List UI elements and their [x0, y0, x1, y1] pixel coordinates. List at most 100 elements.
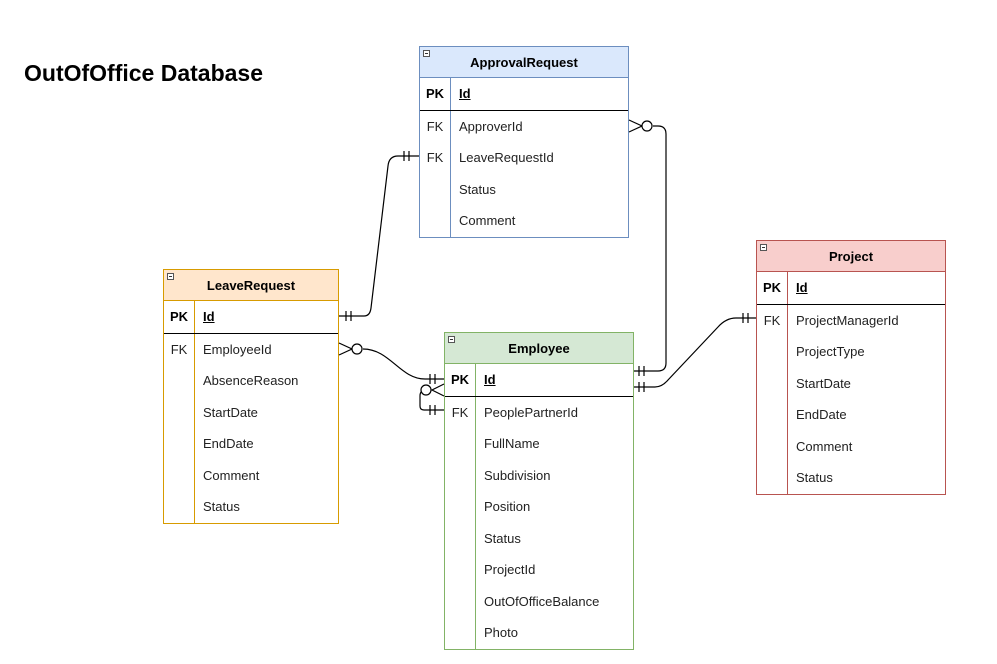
field-name: AbsenceReason: [203, 373, 299, 389]
table-row[interactable]: ProjectId: [445, 554, 633, 586]
key-cell: [445, 617, 476, 649]
table-row[interactable]: StartDate: [757, 367, 945, 399]
key-cell: PK: [420, 78, 451, 110]
key-cell: [757, 430, 788, 462]
table-row[interactable]: FK PeoplePartnerId: [445, 396, 633, 428]
link-leaverequest-approval[interactable]: [339, 151, 419, 321]
table-row[interactable]: Photo: [445, 617, 633, 649]
table-row[interactable]: PK Id: [445, 364, 633, 397]
table-row[interactable]: FK EmployeeId: [164, 333, 338, 365]
collapse-icon[interactable]: [167, 273, 174, 280]
field-name: StartDate: [796, 375, 851, 391]
field-name: LeaveRequestId: [459, 150, 554, 166]
field-name: ApproverId: [459, 118, 523, 134]
table-row[interactable]: AbsenceReason: [164, 365, 338, 397]
table-row[interactable]: PK Id: [164, 301, 338, 334]
field-name: Photo: [484, 625, 518, 641]
key-cell: [420, 173, 451, 205]
field-name: Status: [203, 499, 240, 515]
field-name: Id: [484, 372, 496, 388]
field-name: Status: [484, 530, 521, 546]
key-cell: [757, 399, 788, 431]
field-name: EndDate: [203, 436, 254, 452]
field-name: Id: [459, 86, 471, 102]
key-cell: [164, 396, 195, 428]
key-cell: [757, 336, 788, 368]
table-row[interactable]: PK Id: [757, 272, 945, 305]
key-cell: [445, 491, 476, 523]
field-name: FullName: [484, 436, 540, 452]
field-name: OutOfOfficeBalance: [484, 593, 600, 609]
field-name: Id: [796, 280, 808, 296]
table-row[interactable]: Status: [757, 462, 945, 494]
key-cell: FK: [164, 333, 195, 365]
key-cell: FK: [445, 396, 476, 428]
table-header[interactable]: ApprovalRequest: [420, 47, 628, 78]
link-approval-employee[interactable]: [628, 119, 667, 376]
key-cell: [164, 428, 195, 460]
key-cell: PK: [445, 364, 476, 396]
collapse-icon[interactable]: [423, 50, 430, 57]
table-header[interactable]: Project: [757, 241, 945, 272]
field-name: Comment: [203, 467, 260, 483]
table-row[interactable]: Comment: [757, 430, 945, 462]
table-row[interactable]: PK Id: [420, 78, 628, 111]
field-name: ProjectId: [484, 562, 536, 578]
field-name: StartDate: [203, 404, 258, 420]
table-row[interactable]: FullName: [445, 428, 633, 460]
link-leaverequest-employee[interactable]: [338, 342, 444, 384]
field-name: Comment: [459, 213, 516, 229]
link-project-employee[interactable]: [634, 313, 756, 392]
table-row[interactable]: Position: [445, 491, 633, 523]
key-cell: FK: [420, 142, 451, 174]
field-name: Comment: [796, 438, 853, 454]
field-name: PeoplePartnerId: [484, 404, 578, 420]
table-row[interactable]: Comment: [420, 205, 628, 237]
table-row[interactable]: Comment: [164, 459, 338, 491]
key-cell: [420, 205, 451, 237]
key-cell: [445, 585, 476, 617]
table-row[interactable]: Subdivision: [445, 459, 633, 491]
key-cell: [445, 428, 476, 460]
table-row[interactable]: OutOfOfficeBalance: [445, 585, 633, 617]
collapse-icon[interactable]: [448, 336, 455, 343]
key-cell: [164, 491, 195, 523]
key-cell: [164, 365, 195, 397]
diagram-title: OutOfOffice Database: [24, 60, 263, 86]
field-name: ProjectType: [796, 344, 865, 360]
field-name: Position: [484, 499, 531, 515]
key-cell: [164, 459, 195, 491]
table-header[interactable]: Employee: [445, 333, 633, 364]
table-title: Project: [828, 248, 874, 264]
table-row[interactable]: EndDate: [164, 428, 338, 460]
link-employee-self[interactable]: [419, 383, 445, 415]
field-name: Id: [203, 309, 215, 325]
key-cell: PK: [757, 272, 788, 304]
table-header[interactable]: LeaveRequest: [164, 270, 338, 301]
key-cell: [445, 459, 476, 491]
key-cell: [445, 554, 476, 586]
field-name: Status: [459, 181, 496, 197]
table-row[interactable]: StartDate: [164, 396, 338, 428]
key-cell: PK: [164, 301, 195, 333]
collapse-icon[interactable]: [760, 244, 767, 251]
table-row[interactable]: FK LeaveRequestId: [420, 142, 628, 174]
key-cell: [445, 522, 476, 554]
table-title: LeaveRequest: [206, 277, 296, 293]
table-row[interactable]: Status: [420, 173, 628, 205]
key-cell: FK: [757, 304, 788, 336]
table-row[interactable]: Status: [445, 522, 633, 554]
field-name: EmployeeId: [203, 341, 272, 357]
table-row[interactable]: EndDate: [757, 399, 945, 431]
key-cell: [757, 462, 788, 494]
field-name: EndDate: [796, 407, 847, 423]
table-row[interactable]: Status: [164, 491, 338, 523]
table-row[interactable]: ProjectType: [757, 336, 945, 368]
